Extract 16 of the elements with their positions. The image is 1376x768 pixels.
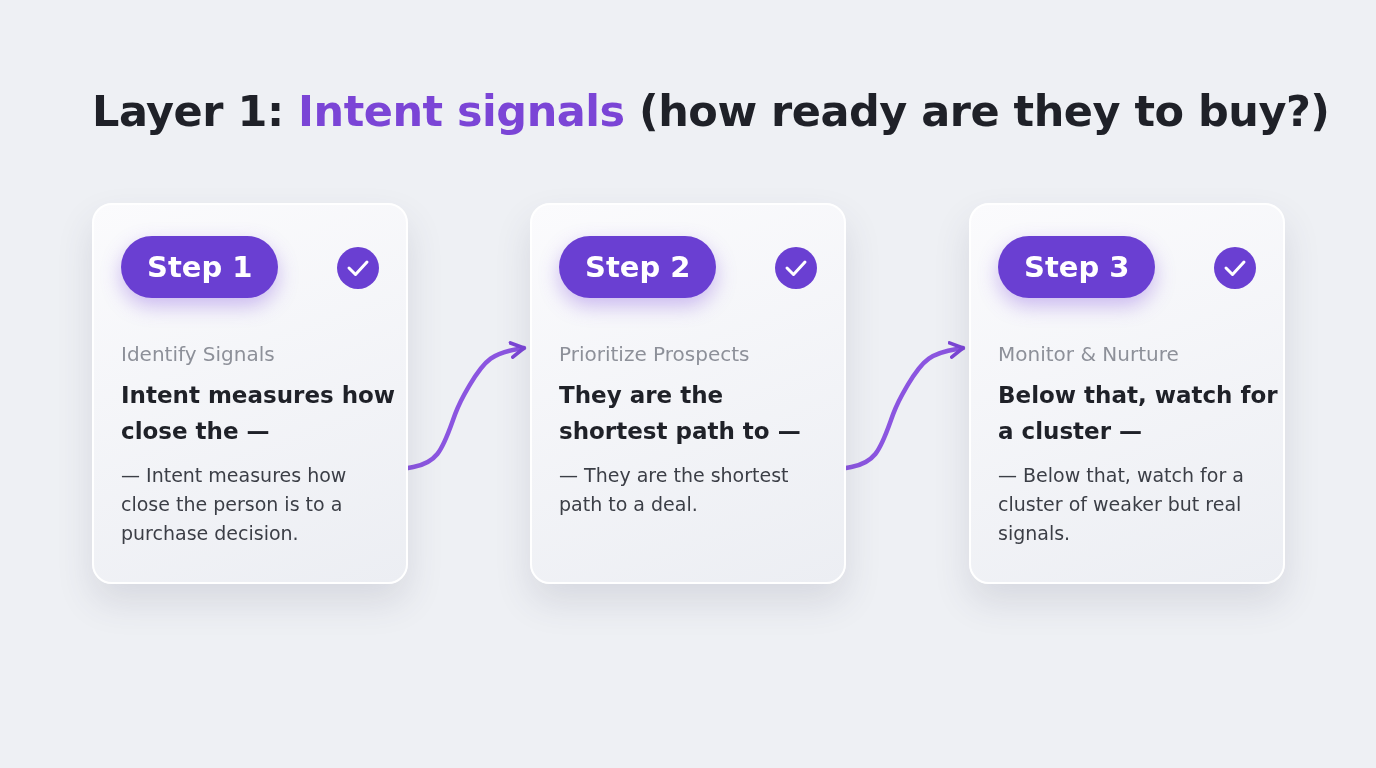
step-card [969, 203, 1285, 584]
step-description: — Intent measures how close the person is to a purchase decision. [121, 463, 348, 546]
step-subtitle: Identify Signals [121, 342, 275, 366]
step-description: — They are the shortest path to a deal. [559, 463, 790, 517]
step-badge: Step 2 [559, 236, 717, 298]
step-description: — Below that, watch for a cluster of weaker but real signals. [998, 463, 1245, 546]
title: Layer 1: Intent signals (how ready are they to buy?) [92, 86, 1330, 136]
step-subtitle: Monitor & Nurture [998, 342, 1179, 366]
step-badge: Step 3 [998, 236, 1156, 298]
step-card [92, 203, 408, 584]
step-heading: Intent measures how close the — [121, 381, 397, 446]
step-subtitle: Prioritize Prospects [559, 342, 750, 366]
step-card [530, 203, 846, 584]
step-heading: They are the shortest path to — [559, 381, 802, 446]
step-badge: Step 1 [121, 236, 279, 298]
step-heading: Below that, watch for a cluster — [998, 381, 1278, 446]
